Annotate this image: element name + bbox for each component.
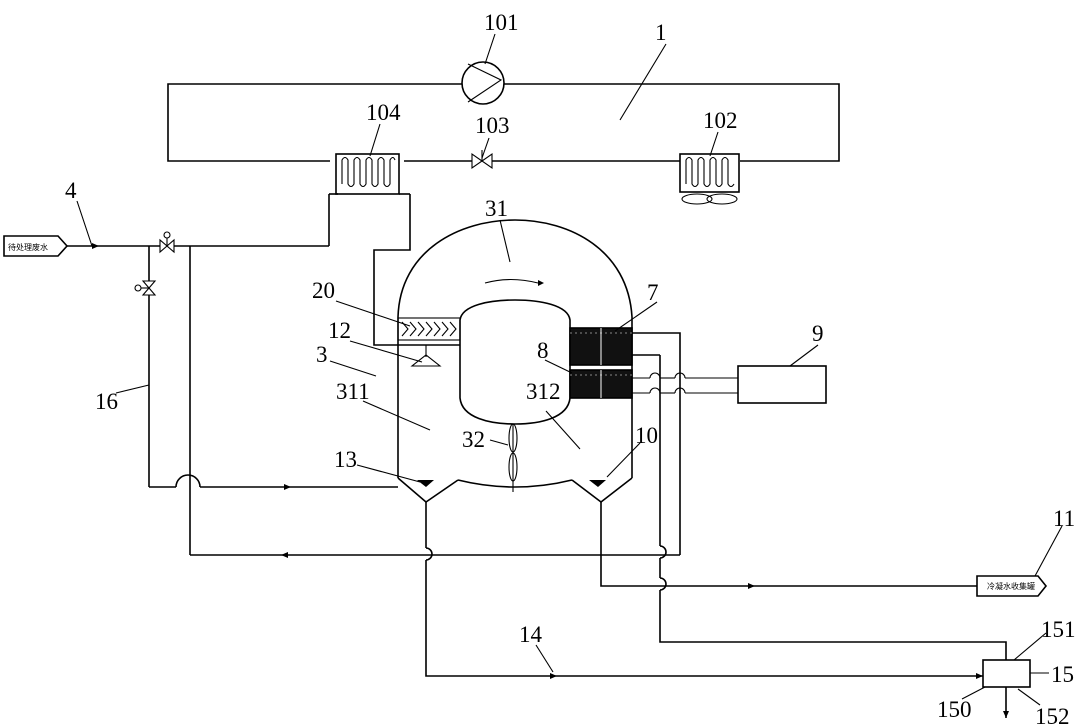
drain-line-14 (425, 502, 983, 679)
label-312: 312 (526, 379, 561, 404)
label-103: 103 (475, 113, 510, 138)
module-piping (632, 332, 1007, 660)
label-4: 4 (65, 178, 77, 203)
label-13: 13 (334, 447, 357, 472)
outlet-tag: 冷凝水收集罐 (987, 581, 1035, 591)
label-16: 16 (95, 389, 118, 414)
thermoelectric-module-8 (569, 369, 633, 399)
return-pipeline (189, 246, 680, 558)
compressor-101 (461, 61, 505, 105)
inlet-valve (159, 231, 175, 254)
coil-feed-pipe (373, 193, 460, 346)
label-311: 311 (336, 379, 370, 404)
label-8: 8 (537, 338, 549, 363)
bypass-line-16 (148, 246, 398, 490)
spray-nozzle-12 (410, 345, 442, 367)
label-32: 32 (462, 427, 485, 452)
label-14: 14 (519, 622, 543, 647)
inlet-pipeline (3, 193, 338, 257)
label-3: 3 (316, 342, 328, 367)
label-1: 1 (655, 20, 667, 45)
label-12: 12 (328, 318, 351, 343)
label-10: 10 (635, 423, 658, 448)
leader-lines (76, 33, 1063, 706)
condenser-102 (679, 153, 740, 205)
label-11: 11 (1053, 506, 1075, 531)
condensate-line (600, 502, 1048, 597)
heat-exchanger-104 (335, 153, 400, 195)
label-15: 15 (1051, 662, 1074, 687)
label-104: 104 (366, 100, 401, 125)
bypass-valve (134, 280, 157, 296)
heat-pump-loop (167, 83, 840, 162)
expansion-valve-103 (471, 150, 493, 170)
label-102: 102 (703, 108, 738, 133)
heating-coil-20 (397, 317, 461, 341)
label-150: 150 (937, 697, 972, 722)
separator-15 (982, 659, 1031, 718)
thermoelectric-module-7 (569, 327, 633, 366)
label-152: 152 (1035, 704, 1070, 728)
inlet-tag: 待处理废水 (8, 242, 48, 252)
label-20: 20 (312, 278, 335, 303)
power-unit-9 (737, 365, 827, 404)
label-31: 31 (485, 196, 508, 221)
label-7: 7 (647, 280, 659, 305)
label-101: 101 (484, 10, 519, 35)
label-151: 151 (1041, 617, 1076, 642)
label-9: 9 (812, 321, 824, 346)
